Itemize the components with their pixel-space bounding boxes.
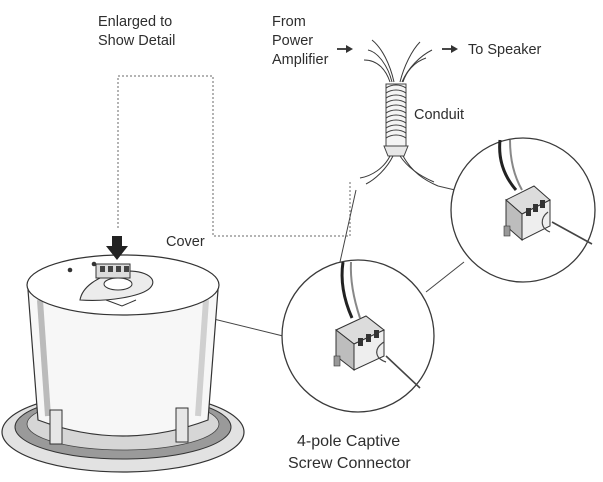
screwdriver-icon: [541, 211, 593, 245]
label-connector-line2: Screw Connector: [288, 455, 411, 472]
label-connector-line1: 4-pole Captive: [297, 433, 400, 450]
to-speaker-arrow-icon: [442, 45, 458, 53]
conduit-coil-ring: [385, 89, 407, 94]
from-arrow-icon: [337, 45, 353, 53]
label-cover: Cover: [166, 234, 205, 250]
conduit-coil-ring: [385, 124, 407, 129]
connector-detail-circle-lower: [281, 259, 435, 413]
conduit-coil-ring: [385, 104, 407, 109]
conduit-coil: [383, 83, 409, 157]
conduit-coil-ring: [385, 99, 407, 104]
conduit-outgoing-wires: [359, 155, 439, 187]
label-enlarged-line2: Show Detail: [98, 33, 175, 49]
conduit-coil-ring: [385, 134, 407, 139]
screwdriver-icon-2: [376, 341, 421, 389]
label-from-line1: From: [272, 14, 306, 30]
captive-screw-connector-icon: [503, 185, 551, 242]
conduit-coil-ring: [385, 109, 407, 114]
conduit-coil-ring: [385, 129, 407, 134]
conduit-coil-ring: [385, 84, 407, 89]
conduit-coil-ring: [385, 114, 407, 119]
connector-cover-plate: [79, 263, 154, 307]
incoming-wires: [363, 39, 433, 83]
label-conduit: Conduit: [414, 107, 464, 123]
conduit-coil-ring: [385, 94, 407, 99]
connector-detail-circle-upper: [450, 137, 596, 283]
label-to-speaker: To Speaker: [468, 42, 542, 58]
captive-screw-connector-icon-2: [333, 315, 385, 372]
label-enlarged-line1: Enlarged to: [98, 14, 172, 30]
label-from-line3: Amplifier: [272, 52, 329, 68]
cover-down-arrow-icon: [106, 236, 128, 260]
conduit-coil-ring: [385, 119, 407, 124]
label-from-line2: Power: [272, 33, 313, 49]
enlarged-detail-dashed-frame: [117, 75, 351, 237]
